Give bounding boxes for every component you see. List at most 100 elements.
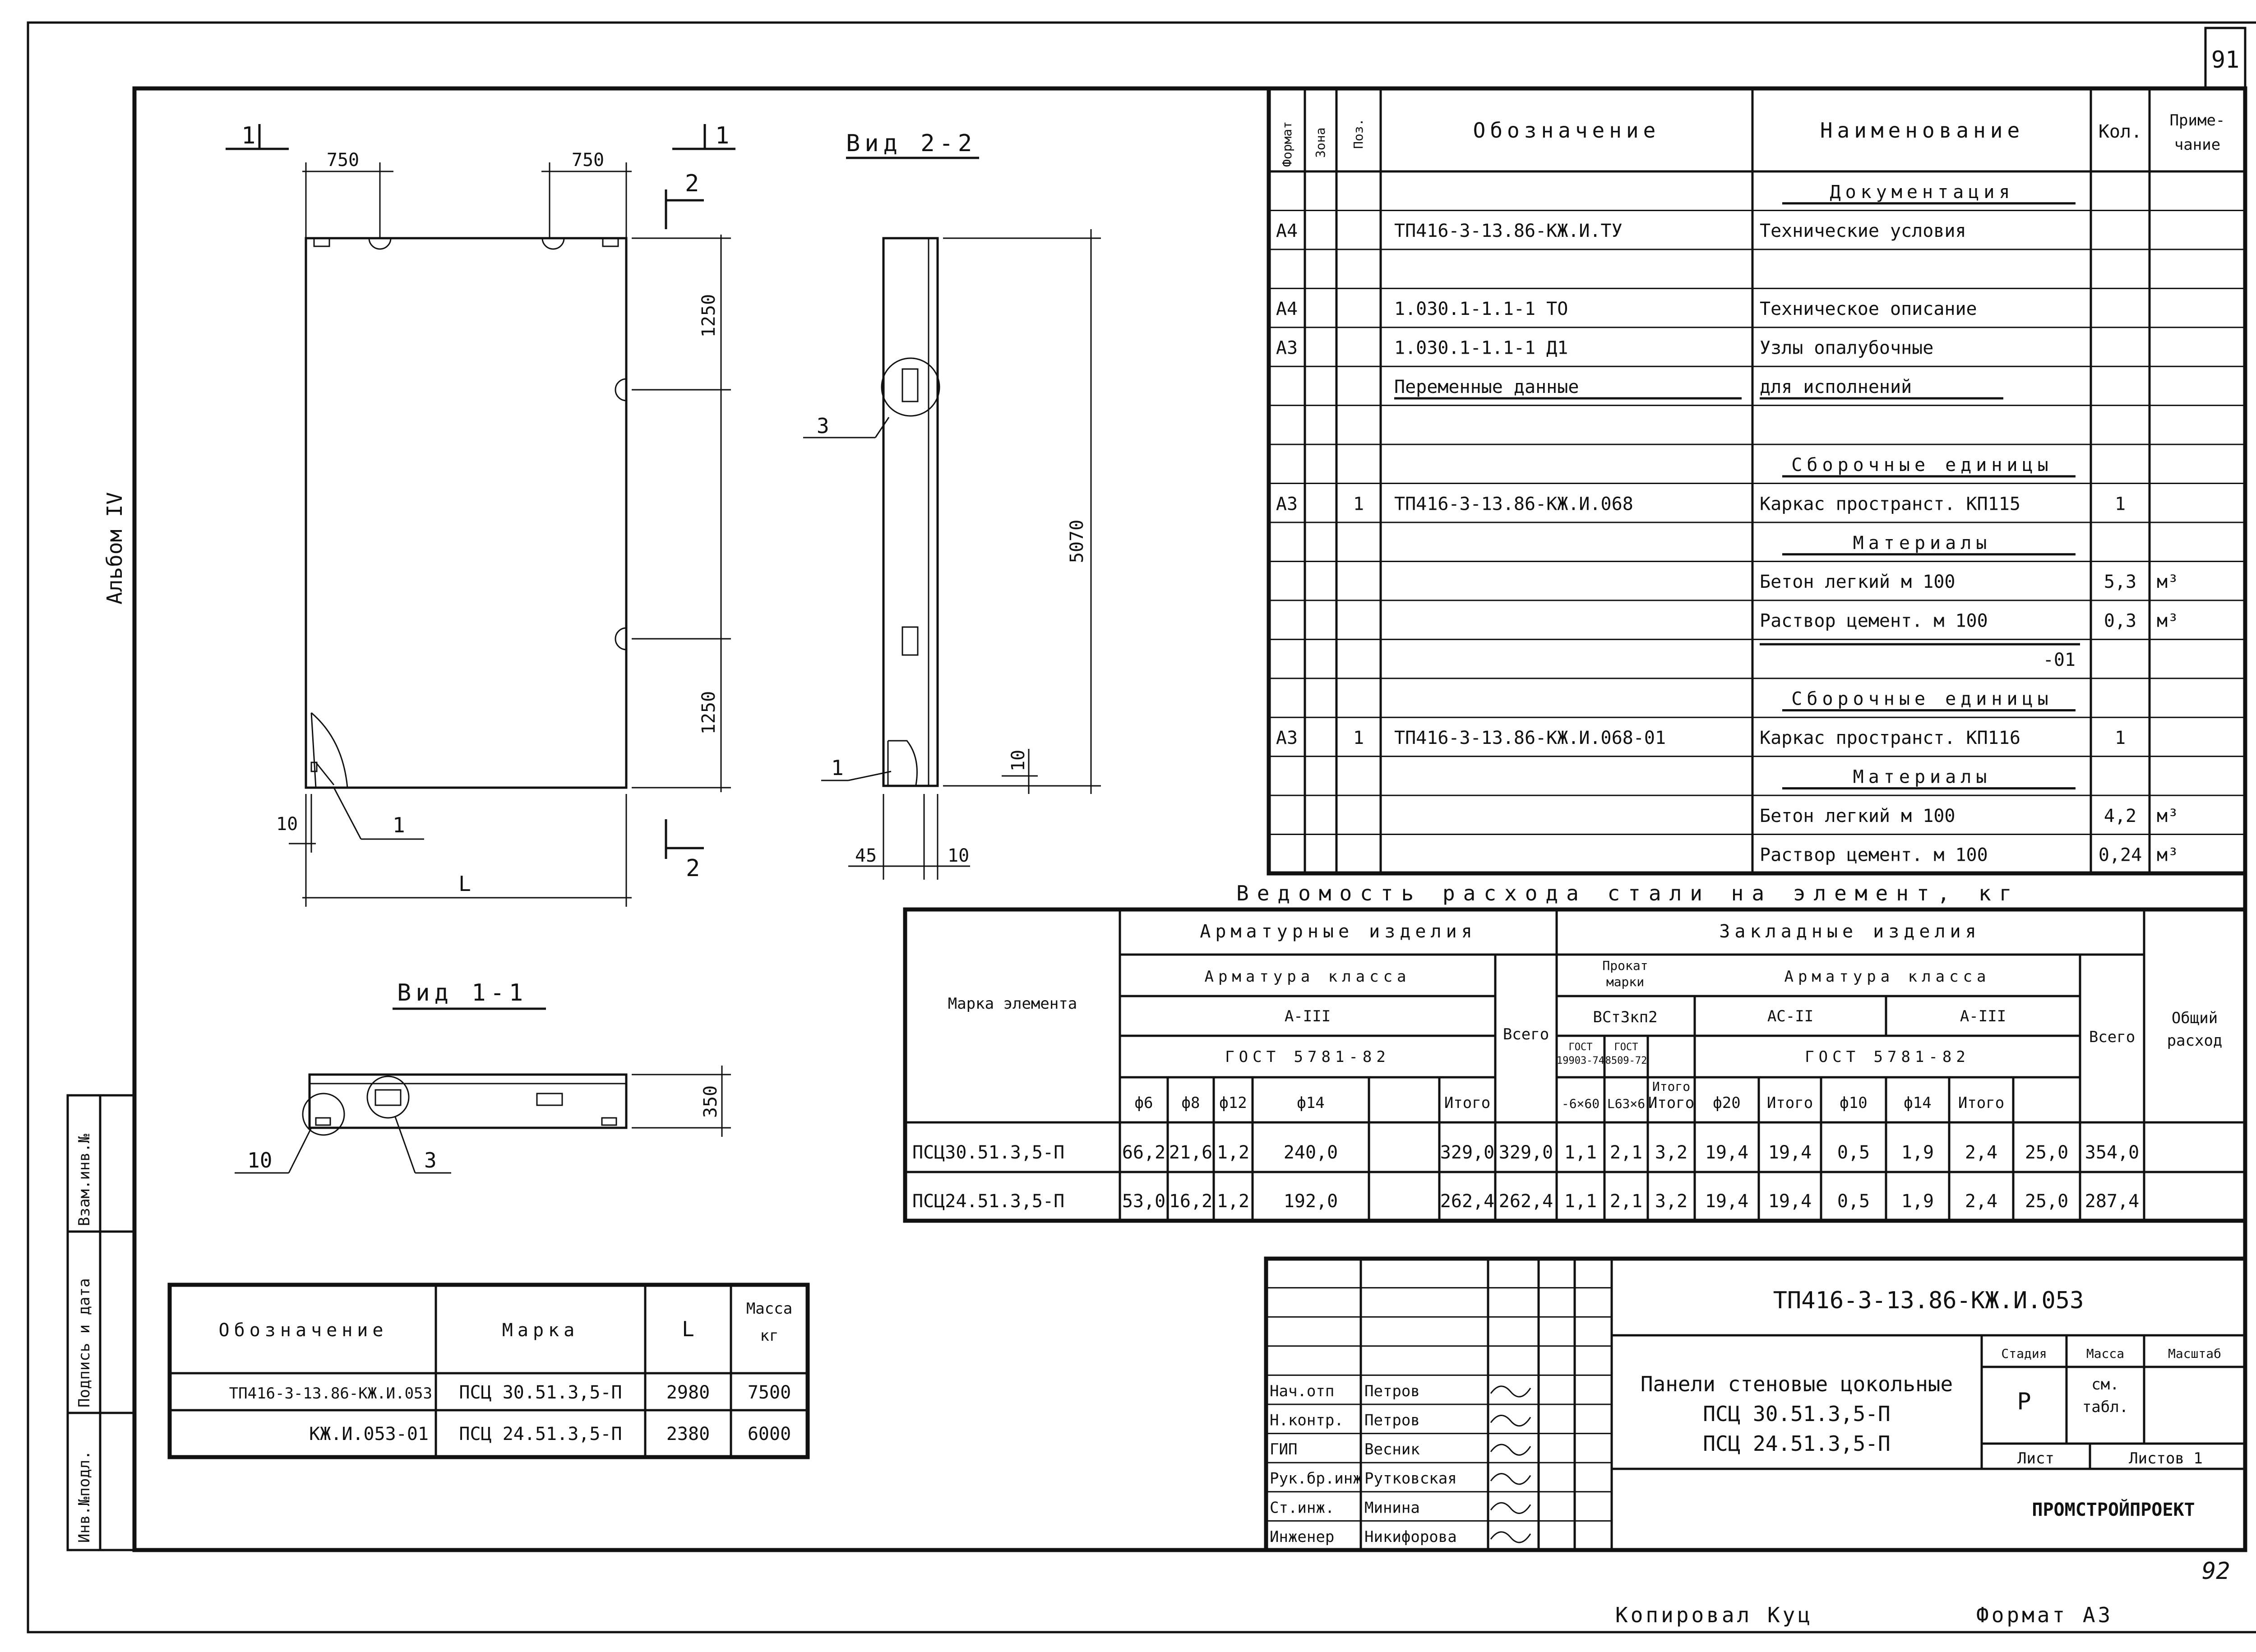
- spec-cell-name: Сборочные единицы: [1791, 689, 2053, 710]
- title-block-code: ТП416-3-13.86-КЖ.И.053: [1773, 1287, 2084, 1314]
- dim-10-bottom: 10: [948, 845, 969, 866]
- spec-cell-pos: 1: [1353, 494, 1364, 514]
- spec-header-zone: Зона: [1313, 128, 1328, 158]
- steel-col-header: Итого: [1958, 1094, 2004, 1112]
- dim-10-right: 10: [1008, 750, 1029, 771]
- title-block-person: Петров: [1364, 1412, 1420, 1430]
- steel-col-header: ф6: [1135, 1094, 1153, 1112]
- steel-cell: 287,4: [2085, 1191, 2139, 1212]
- callout-10-view-1-1: 10: [247, 1148, 272, 1172]
- dim-5070: 5070: [1067, 520, 1087, 563]
- steel-cell: 21,6: [1169, 1142, 1212, 1163]
- left-stamp-replace: Взам.инв.№: [75, 1134, 93, 1226]
- signature-icon: [1490, 1385, 1531, 1398]
- dim-1250-bottom: 1250: [698, 691, 719, 734]
- spec-cell-qty: 0,3: [2104, 611, 2136, 632]
- steel-cell: 1,1: [1564, 1191, 1597, 1212]
- steel-col-header: Итого: [1767, 1094, 1813, 1112]
- steel-gost-8509-1: ГОСТ: [1614, 1042, 1638, 1053]
- title-block-person: Минина: [1364, 1499, 1420, 1517]
- section-mark-1-left: 1: [241, 122, 255, 149]
- steel-general-1: Общий: [2172, 1009, 2218, 1027]
- steel-cell: 19,4: [1768, 1142, 1812, 1163]
- spec-cell-qty: 5,3: [2104, 572, 2136, 592]
- spec-cell-note: м³: [2157, 611, 2178, 632]
- steel-a3-b: А-III: [1960, 1007, 2006, 1025]
- left-stamp-sign: Подпись и дата: [75, 1278, 93, 1407]
- steel-cell: 16,2: [1169, 1191, 1212, 1212]
- left-stamp-inv: Инв.№подл.: [75, 1450, 93, 1543]
- title-block-person: Петров: [1364, 1382, 1420, 1400]
- signature-icon: [1490, 1444, 1531, 1456]
- spec-cell-name: Материалы: [1853, 533, 1992, 554]
- steel-cell: 354,0: [2085, 1142, 2139, 1163]
- steel-cell: 1,2: [1217, 1191, 1249, 1212]
- marks-header-mass-1: Масса: [746, 1300, 792, 1318]
- steel-col-header: -6×60: [1562, 1096, 1600, 1111]
- steel-cell: 53,0: [1122, 1191, 1165, 1212]
- view-1-1-title: Вид 1-1: [397, 979, 527, 1006]
- marks-header-mark: Марка: [502, 1320, 579, 1341]
- steel-vst3kp2: ВСт3кп2: [1593, 1008, 1657, 1026]
- steel-cell: 1,9: [1901, 1142, 1934, 1163]
- spec-header-designation: Обозначение: [1473, 118, 1660, 143]
- marks-table-grid: [167, 1283, 810, 1459]
- title-block-person: Никифорова: [1364, 1528, 1457, 1546]
- spec-cell-name: Техническое описание: [1760, 299, 1977, 319]
- steel-cell: 19,4: [1768, 1191, 1812, 1212]
- steel-table-grid: [903, 907, 2247, 1223]
- callout-3-view-1-1: 3: [424, 1148, 437, 1172]
- spec-cell-name: Технические условия: [1760, 221, 1966, 241]
- steel-col-header: L63×6: [1607, 1096, 1645, 1111]
- steel-cell: 2,4: [1965, 1191, 1997, 1212]
- steel-total-rebar: Всего: [1503, 1025, 1549, 1043]
- spec-header-note-2: чание: [2174, 136, 2220, 154]
- steel-gost-8509-2: 8509-72: [1605, 1055, 1647, 1066]
- spec-cell-designation: ТП416-3-13.86-КЖ.И.ТУ: [1394, 221, 1623, 241]
- spec-cell-name: Узлы опалубочные: [1760, 338, 1933, 359]
- marks-row-2-designation: КЖ.И.053-01: [309, 1424, 429, 1444]
- steel-gost-19903-2: 19903-74: [1557, 1055, 1604, 1066]
- title-block-role: Нач.отп: [1270, 1382, 1334, 1400]
- spec-cell-designation: 1.030.1-1.1-1 Д1: [1394, 338, 1568, 359]
- steel-cell: 262,4: [1440, 1191, 1494, 1212]
- steel-row-mark: ПСЦ30.51.3,5-П: [912, 1142, 1064, 1163]
- spec-cell-format: А3: [1276, 338, 1298, 359]
- spec-cell-name: -01: [2043, 650, 2076, 670]
- spec-cell-format: А3: [1276, 728, 1298, 748]
- section-mark-2-bottom: 2: [686, 855, 700, 882]
- spec-cell-note: м³: [2157, 806, 2178, 826]
- title-block-role: Ст.инж.: [1270, 1499, 1334, 1517]
- dim-10-left: 10: [276, 814, 298, 835]
- steel-rolled-1: Прокат: [1602, 958, 1648, 973]
- spec-cell-name: Бетон легкий м 100: [1760, 572, 1955, 592]
- spec-cell-qty: 0,24: [2099, 844, 2142, 865]
- steel-cell: 2,1: [1610, 1191, 1642, 1212]
- steel-col-header: ф20: [1713, 1094, 1740, 1112]
- spec-cell-name: Сборочные единицы: [1791, 455, 2053, 475]
- title-block-sheet: Лист: [2017, 1449, 2054, 1467]
- steel-cell: 1,2: [1217, 1142, 1249, 1163]
- steel-a3: А-III: [1285, 1007, 1331, 1025]
- steel-cell: 329,0: [1440, 1142, 1494, 1163]
- steel-cell: 19,4: [1705, 1142, 1748, 1163]
- dim-350: 350: [700, 1085, 721, 1118]
- steel-rolled-2: марки: [1606, 974, 1644, 989]
- steel-gost-5781-b: ГОСТ 5781-82: [1805, 1048, 1970, 1066]
- callout-1-elevation: 1: [393, 813, 405, 837]
- steel-cell: 329,0: [1499, 1142, 1553, 1163]
- title-block-name-1: Панели стеновые цокольные: [1641, 1372, 1953, 1396]
- steel-col-header: Итого: [1444, 1094, 1490, 1112]
- steel-row-mark: ПСЦ24.51.3,5-П: [912, 1191, 1064, 1212]
- spec-cell-format: А4: [1276, 299, 1298, 319]
- steel-col-header: ф12: [1219, 1094, 1247, 1112]
- spec-cell-format: А3: [1276, 494, 1298, 514]
- spec-header-note-1: Приме-: [2170, 111, 2225, 129]
- steel-gost-5781: ГОСТ 5781-82: [1225, 1048, 1390, 1066]
- steel-col-header: ф14: [1297, 1094, 1324, 1112]
- spec-cell-note: м³: [2157, 844, 2178, 865]
- spec-cell-qty: 1: [2115, 728, 2126, 748]
- view-2-2: [803, 229, 1101, 880]
